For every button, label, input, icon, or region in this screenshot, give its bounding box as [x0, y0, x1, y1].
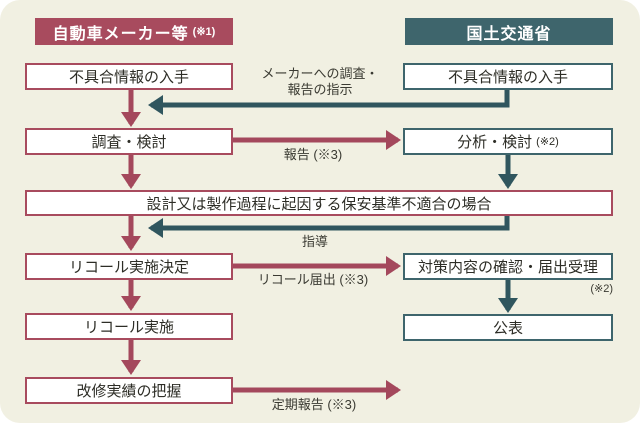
box-maker-defect-info: 不具合情報の入手	[25, 63, 233, 90]
header-mlit: 国土交通省	[405, 18, 613, 45]
box-analysis: 分析・検討 (※2)	[403, 128, 613, 155]
arrow-instruction-to-maker	[148, 90, 510, 115]
label-periodic-report: 定期報告 (※3)	[271, 397, 357, 412]
arrow-guidance-to-maker	[148, 216, 510, 238]
label-guidance: 指導	[301, 234, 328, 249]
box-mlit-defect-info: 不具合情報の入手	[403, 63, 613, 90]
label-confirmation-note: (※2)	[590, 283, 613, 295]
header-automaker-note: (※1)	[192, 26, 216, 38]
label-report: 報告 (※3)	[283, 147, 343, 162]
box-investigation-label: 調査・検討	[91, 134, 167, 151]
header-automaker-label: 自動車メーカー等	[52, 25, 189, 43]
label-instruction-line2: 報告の指示	[287, 82, 353, 97]
box-confirmation-label: 対策内容の確認・届出受理	[417, 259, 598, 276]
header-mlit-label: 国土交通省	[466, 25, 552, 43]
box-publication: 公表	[403, 314, 613, 341]
box-recall-decision: リコール実施決定	[25, 253, 233, 280]
box-nonconformity-condition-label: 設計又は製作過程に起因する保安基準不適合の場合	[146, 195, 492, 213]
box-recall-implementation-label: リコール実施	[83, 319, 174, 336]
box-publication-label: 公表	[492, 320, 523, 337]
box-recall-decision-label: リコール実施決定	[68, 259, 189, 276]
box-maker-defect-info-label: 不具合情報の入手	[68, 69, 189, 86]
box-repair-tracking: 改修実績の把握	[25, 377, 233, 404]
box-investigation: 調査・検討	[25, 128, 233, 155]
label-instruction: メーカーへの調査・ 報告の指示	[240, 66, 400, 98]
box-analysis-label: 分析・検討	[457, 134, 533, 151]
label-instruction-line1: メーカーへの調査・	[261, 66, 379, 81]
box-repair-tracking-label: 改修実績の把握	[76, 383, 182, 400]
box-confirmation: 対策内容の確認・届出受理	[403, 253, 613, 280]
box-nonconformity-condition: 設計又は製作過程に起因する保安基準不適合の場合	[25, 190, 613, 216]
header-automaker: 自動車メーカー等 (※1)	[35, 18, 233, 45]
box-analysis-note: (※2)	[536, 136, 559, 148]
box-mlit-defect-info-label: 不具合情報の入手	[447, 69, 568, 86]
label-recall-notification: リコール届出 (※3)	[257, 272, 369, 287]
box-recall-implementation: リコール実施	[25, 313, 233, 340]
